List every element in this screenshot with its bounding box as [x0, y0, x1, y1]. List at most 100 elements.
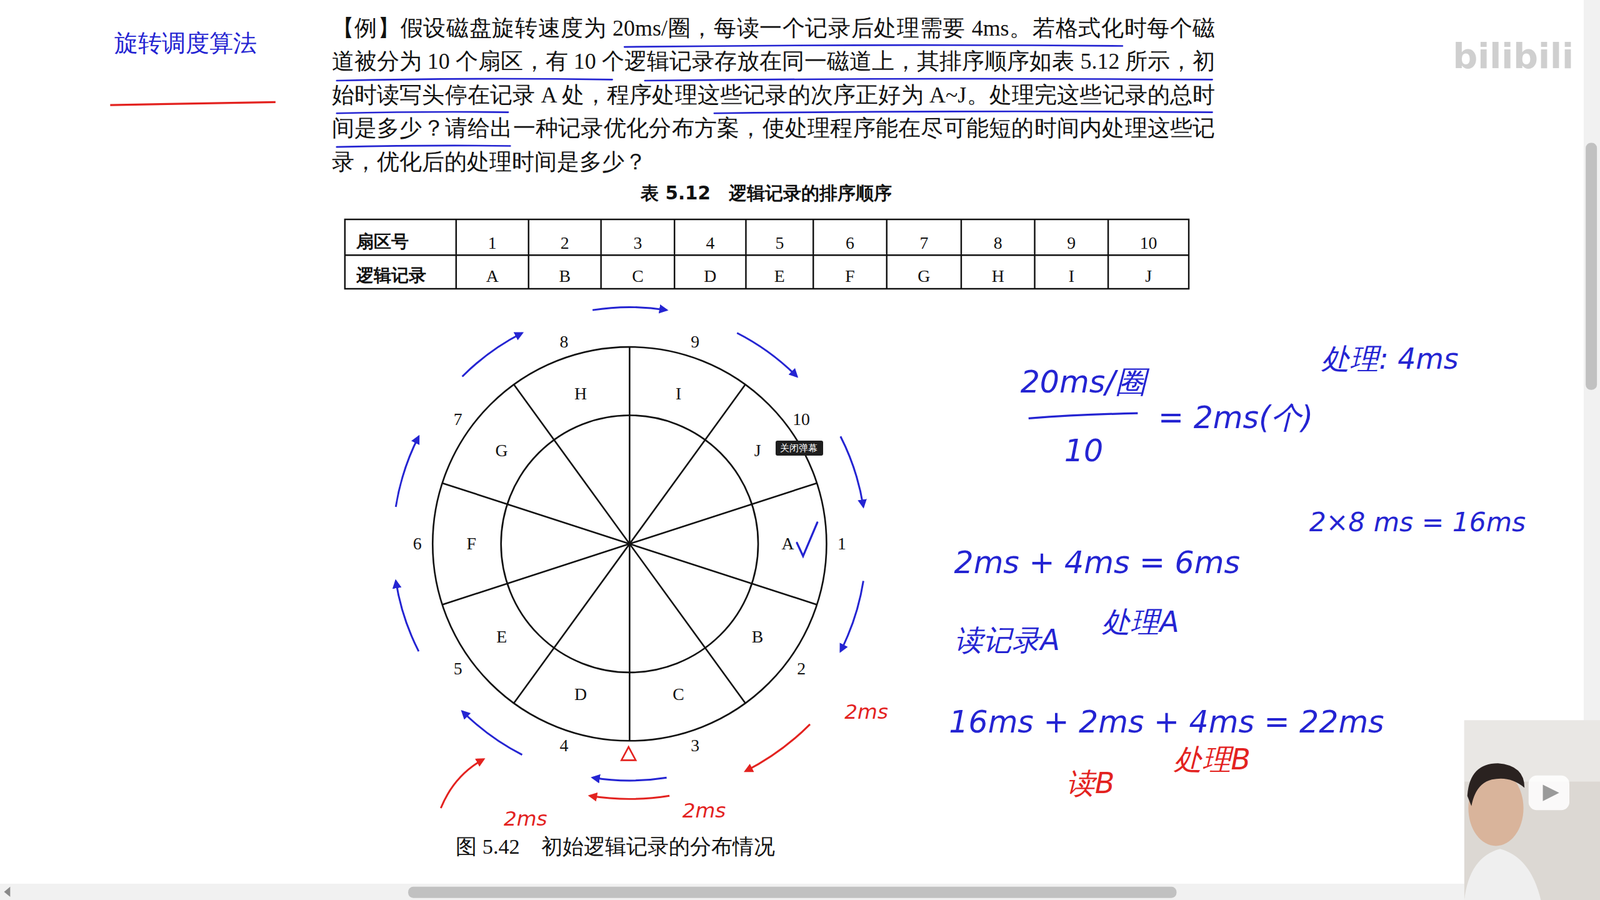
rotation-arrow — [840, 580, 864, 652]
slide-title: 旋转调度算法 — [114, 30, 257, 58]
table-cell: J — [1145, 266, 1152, 287]
record-letter: G — [495, 441, 509, 462]
table-cell: B — [558, 266, 571, 287]
record-letter: I — [675, 383, 682, 404]
table-cell: H — [991, 266, 1005, 287]
tooltip-text: 关闭弹幕 — [780, 442, 819, 454]
play-button — [1528, 775, 1570, 811]
table-title: 表 5.12 逻辑记录的排序顺序 — [640, 183, 892, 205]
sector-number: 3 — [690, 735, 700, 756]
record-letter: H — [574, 383, 587, 404]
rotation-arrow — [395, 436, 419, 507]
table-cell: 5 — [775, 233, 784, 254]
table-cell: G — [917, 266, 930, 287]
wait-arrow — [590, 795, 670, 799]
fraction-bar — [1028, 413, 1139, 419]
time-note: 2ms — [503, 807, 548, 832]
table-rule — [456, 219, 1109, 289]
wait-arrow — [745, 724, 810, 772]
table-cell: 9 — [1066, 233, 1076, 254]
record-letter: F — [466, 533, 477, 554]
record-letter: A — [781, 533, 794, 554]
sector-number: 5 — [453, 658, 463, 679]
sector-number: 8 — [559, 331, 569, 352]
time-note: 2ms — [844, 700, 889, 725]
scrollbar-track — [1583, 0, 1600, 721]
sector-number: 9 — [690, 331, 700, 352]
table-cell: 3 — [633, 233, 642, 254]
table-cell: 7 — [919, 233, 929, 254]
person-hair — [1467, 763, 1525, 807]
rotation-arrow — [395, 580, 419, 652]
handwritten-note: 2×8 ms = 16ms — [1309, 507, 1526, 539]
person-shirt — [1464, 848, 1541, 900]
rotation-arrow — [462, 711, 523, 755]
table-cell: 10 — [1140, 233, 1158, 254]
table-cell: A — [486, 266, 499, 287]
sector-number: 7 — [453, 409, 463, 430]
underline-stroke — [336, 78, 613, 81]
rotation-arrow — [462, 333, 523, 377]
table-rule — [345, 254, 1189, 256]
disk-outer-circle — [432, 346, 827, 741]
underline-stroke — [624, 45, 1123, 47]
table-cell: I — [1068, 266, 1075, 287]
handwritten-note: 10 — [1064, 433, 1104, 469]
check-mark — [796, 522, 818, 557]
handwritten-note: 20ms/圈 — [1020, 365, 1147, 400]
sector-number: 4 — [559, 735, 569, 756]
handwritten-note: 读记录A — [954, 624, 1060, 658]
table-cell: F — [845, 266, 855, 287]
table-cell: 8 — [993, 233, 1003, 254]
scrollbar-thumb — [408, 886, 1177, 899]
handwritten-note: 处理: 4ms — [1321, 342, 1459, 376]
problem-text: 【例】假设磁盘旋转速度为 20ms/圈，每读一个记录后处理需要 4ms。若格式化… — [331, 11, 1216, 179]
rotation-arrow — [736, 333, 797, 377]
table-cell: E — [774, 266, 785, 287]
time-note: 2ms — [682, 799, 727, 824]
title-underline — [110, 101, 275, 105]
handwritten-note: 处理B — [1173, 743, 1251, 777]
handwritten-note: 2ms + 4ms = 6ms — [954, 545, 1240, 581]
sector-number: 10 — [792, 409, 810, 430]
table-cell: 2 — [560, 233, 570, 254]
underline-stroke — [336, 145, 511, 147]
head-marker — [621, 746, 636, 760]
record-letter: J — [754, 441, 762, 462]
rotation-arrow — [592, 306, 667, 310]
watermark: bilibili — [1452, 36, 1574, 77]
underline-stroke — [714, 111, 1213, 114]
record-letter: E — [496, 626, 507, 647]
scroll-arrow — [4, 886, 11, 897]
sector-number: 2 — [796, 658, 806, 679]
wait-arrow — [440, 759, 484, 809]
handwritten-note: 处理A — [1101, 606, 1179, 640]
play-icon — [1543, 785, 1560, 802]
table-cell: D — [703, 266, 717, 287]
handwritten-note: = 2ms(个) — [1158, 400, 1314, 436]
handwritten-note: 读B — [1066, 767, 1115, 801]
rotation-arrow — [592, 777, 667, 781]
sector-number: 6 — [413, 533, 422, 554]
underline-stroke — [645, 78, 1213, 81]
scrollbar-thumb — [1585, 143, 1597, 390]
record-letter: C — [672, 684, 685, 705]
table-cell: 6 — [845, 233, 855, 254]
sector-number: 1 — [837, 533, 847, 554]
webcam-frame — [1464, 720, 1600, 900]
handwritten-note: 16ms + 2ms + 4ms = 22ms — [948, 705, 1384, 740]
underline-stroke — [336, 111, 509, 114]
table-cell: 4 — [705, 233, 715, 254]
record-letter: B — [751, 626, 764, 647]
figure-caption: 图 5.42 初始逻辑记录的分布情况 — [455, 834, 775, 859]
sector-line — [513, 384, 745, 704]
rotation-arrow — [840, 436, 864, 507]
table-header-cell: 逻辑记录 — [356, 265, 427, 286]
tooltip-box: 关闭弹幕 — [775, 440, 824, 456]
table-cell: 1 — [488, 233, 497, 254]
record-letter: D — [574, 684, 587, 705]
table-header-cell: 扇区号 — [356, 231, 409, 252]
scrollbar-track — [0, 883, 1465, 900]
table-cell: C — [631, 266, 644, 287]
